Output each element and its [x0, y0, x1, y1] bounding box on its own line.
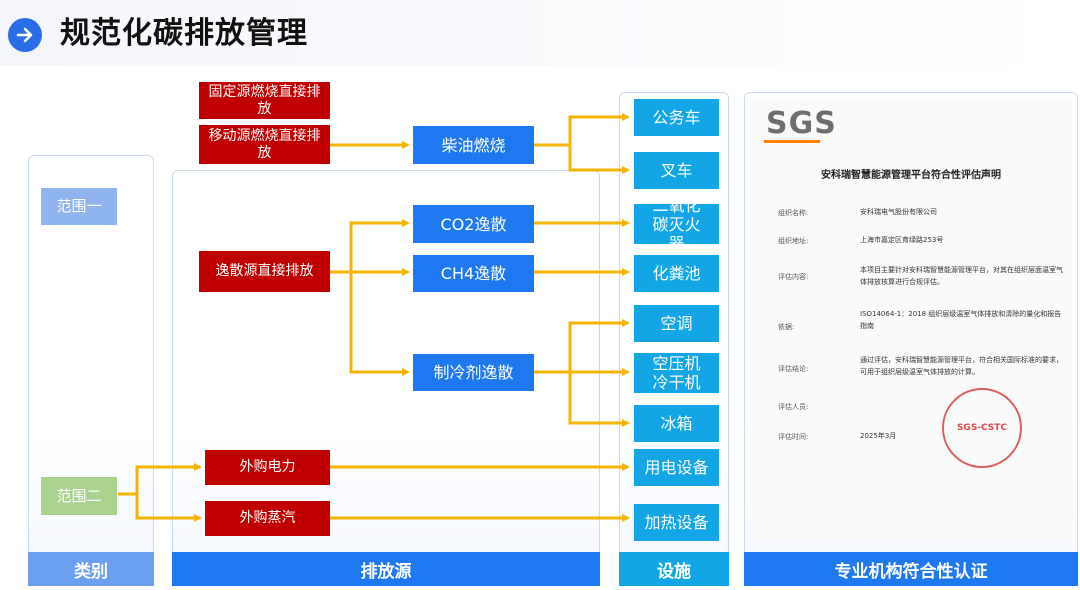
- source-fixed: 固定源燃烧直接排放: [199, 82, 330, 119]
- certificate-title: 安科瑞智慧能源管理平台符合性评估声明: [821, 170, 1001, 181]
- category-footer: 类别: [28, 552, 154, 586]
- facility-ac: 空调: [634, 305, 719, 342]
- facility-compressor: 空压机冷干机: [634, 353, 719, 393]
- source-steam: 外购蒸汽: [205, 501, 330, 536]
- arrow-diesel-car: [534, 113, 630, 147]
- cert-label-conclusion: 评估结论:: [778, 365, 809, 373]
- cert-value-conclusion: 通过评估，安科瑞智慧能源管理平台，符合相关国际标准的要求，可用于组织层级温室气体…: [860, 356, 1063, 376]
- process-diesel: 柴油燃烧: [413, 126, 534, 164]
- cert-label-assessor: 评估人员:: [778, 403, 809, 411]
- facility-power: 用电设备: [634, 449, 719, 486]
- cert-label-org: 组织名称:: [778, 209, 809, 217]
- arrow-diesel-forklift: [568, 145, 630, 174]
- cert-label-basis: 依据:: [778, 323, 795, 331]
- cert-value-date: 2025年3月: [860, 432, 897, 440]
- process-ch4: CH4逸散: [413, 255, 534, 292]
- source-footer: 排放源: [172, 552, 600, 586]
- process-co2: CO2逸散: [413, 205, 534, 243]
- arrow-refrigerant-fridge: [568, 372, 630, 427]
- cert-label-address: 组织地址:: [778, 237, 809, 245]
- process-refrigerant: 制冷剂逸散: [413, 354, 534, 391]
- arrow-refrigerant-ac: [534, 319, 630, 374]
- facility-car: 公务车: [634, 99, 719, 136]
- cert-value-org: 安科瑞电气股份有限公司: [860, 208, 937, 216]
- scope2-box: 范围二: [41, 477, 117, 515]
- certificate-image: SGS 安科瑞智慧能源管理平台符合性评估声明 组织名称: 安科瑞电气股份有限公司…: [750, 100, 1072, 540]
- facility-extinguisher: 二氧化碳灭火器: [634, 196, 719, 253]
- cert-value-address: 上海市嘉定区育绿路253号: [860, 236, 944, 244]
- facility-forklift: 叉车: [634, 152, 719, 189]
- arrow-fugitive-co2: [349, 219, 410, 272]
- source-electricity: 外购电力: [205, 450, 330, 485]
- cert-label-content: 评估内容:: [778, 273, 809, 281]
- arrow-scope2-steam: [135, 494, 202, 522]
- page-title: 规范化碳排放管理: [60, 16, 308, 51]
- facility-septic: 化粪池: [634, 255, 719, 292]
- arrow-right-icon: [8, 18, 42, 52]
- header-bar: [0, 0, 1060, 66]
- cert-label-date: 评估时间:: [778, 433, 809, 441]
- facility-fridge: 冰箱: [634, 405, 719, 442]
- facility-heating: 加热设备: [634, 504, 719, 541]
- source-mobile: 移动源燃烧直接排放: [199, 125, 330, 164]
- sgs-logo-bar: [764, 140, 820, 143]
- stamp-text: SGS-CSTC: [956, 423, 1008, 433]
- cert-value-basis: ISO14064-1：2018 组织层级温室气体排放和清除的量化和报告指南: [860, 310, 1062, 330]
- cert-footer: 专业机构符合性认证: [744, 552, 1078, 586]
- source-fugitive: 逸散源直接排放: [199, 251, 330, 292]
- scope1-box: 范围一: [41, 188, 117, 225]
- sgs-stamp: SGS-CSTC: [942, 388, 1022, 468]
- arrow-scope2-power: [135, 463, 202, 494]
- facility-footer: 设施: [619, 552, 729, 586]
- arrow-fugitive-refrigerant: [349, 272, 410, 376]
- sgs-logo: SGS: [766, 106, 837, 141]
- cert-value-content: 本项目主要针对安科瑞智慧能源管理平台，对其在组织层面温室气体排放核算进行合规评估…: [860, 266, 1063, 286]
